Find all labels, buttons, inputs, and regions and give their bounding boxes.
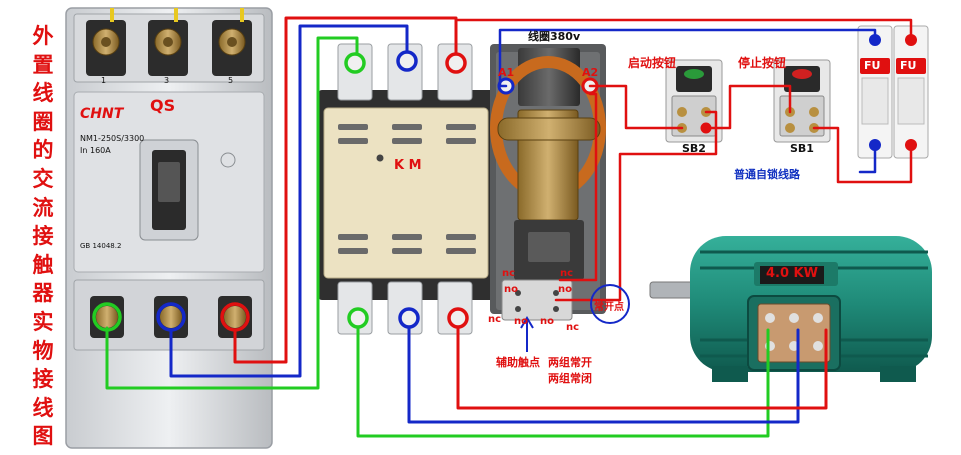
aux-contact-arrow (520, 316, 534, 352)
aux-caption-aux-contacts: 辅助触点 (496, 356, 540, 369)
breaker-top-terminal-5 (212, 20, 252, 76)
breaker-rating: In 160A (80, 146, 111, 155)
contactor-bottom-terminal-red (447, 307, 469, 329)
fuse-label-bg-right (896, 58, 926, 74)
coil-terminal-a1-label: A1 (498, 66, 515, 79)
contactor-top-terminal-red (445, 52, 467, 74)
wire-red-aux-to-coil (558, 92, 598, 282)
page-title: 外置线圈的交流接触器实物接线图 (32, 24, 54, 449)
breaker-brand: CHNT (80, 106, 124, 122)
wire-red-fuse-to-stop (454, 18, 913, 42)
fuse-label-right: FU (900, 59, 917, 72)
aux-no-label-2: no (558, 284, 572, 295)
contactor-km (318, 43, 496, 335)
contactor-label: K M (394, 158, 422, 173)
aux-caption-two-nc: 两组常闭 (548, 372, 592, 385)
start-button-sb2 (665, 59, 723, 143)
wire-green-breaker-to-contactor (105, 36, 359, 390)
fuse-label-left: FU (864, 59, 881, 72)
breaker-standard: GB 14048.2 (80, 242, 122, 250)
aux-no-label-3: no (514, 316, 528, 327)
fuses-fu (857, 25, 929, 159)
stop-button-title: 停止按钮 (738, 56, 787, 70)
stop-button-sb1 (773, 59, 831, 143)
wire-red-contactor-to-motor (456, 325, 828, 410)
motor (649, 236, 932, 382)
coil-terminal-a2-label: A2 (582, 66, 599, 79)
wire-green-contactor-to-motor (356, 325, 770, 438)
aux-nc-label-2: nc (560, 268, 574, 279)
coil-voltage-label: 线圈380v (528, 30, 581, 43)
circuit-note: 普通自锁线路 (734, 168, 800, 181)
breaker-label: QS (150, 96, 176, 115)
aux-nc-label-4: nc (566, 322, 580, 333)
wire-blue-contactor-to-motor (407, 325, 800, 424)
contactor-bottom-terminal-blue (398, 307, 420, 329)
circuit-breaker-qs (65, 7, 273, 449)
normally-open-note: 常开点 (594, 302, 624, 313)
start-button-label: SB2 (682, 142, 706, 155)
wire-red-self-lock (554, 110, 718, 302)
contactor-bottom-terminal-green (347, 307, 369, 329)
stop-button-label: SB1 (790, 142, 814, 155)
breaker-terminal-number-5: 5 (228, 76, 234, 85)
aux-nc-label-1: nc (502, 268, 516, 279)
wire-red-breaker-to-contactor (233, 16, 458, 364)
aux-caption-two-no: 两组常开 (548, 356, 592, 369)
wire-red-stop-to-start (704, 84, 792, 130)
wire-blue-fuse-bottom (858, 148, 877, 174)
wire-red-stop-to-fuse-bottom (812, 126, 913, 184)
aux-nc-label-3: nc (488, 314, 502, 325)
breaker-top-terminal-1 (86, 20, 126, 76)
motor-power-label: 4.0 KW (766, 266, 818, 281)
normally-open-highlight (590, 284, 630, 324)
wires (105, 16, 913, 438)
wire-blue-breaker-to-contactor (169, 24, 409, 378)
breaker-terminal-number-1: 1 (101, 76, 107, 85)
aux-no-label-4: no (540, 316, 554, 327)
fuse-label-bg-left (860, 58, 890, 74)
contactor-top-terminal-green (344, 52, 366, 74)
contactor-top-terminal-blue (396, 50, 418, 72)
start-button-title: 启动按钮 (628, 56, 677, 70)
aux-no-label-1: no (504, 284, 518, 295)
breaker-top-terminal-3 (148, 20, 188, 76)
motor-power-plate (760, 266, 824, 284)
wire-blue-fuse-to-coil-a1 (498, 28, 877, 88)
breaker-model: NM1-250S/3300 (80, 134, 145, 143)
contactor-coil-assembly (490, 44, 606, 321)
breaker-terminal-number-3: 3 (164, 76, 170, 85)
wire-red-start-to-coil-a2 (588, 84, 684, 130)
